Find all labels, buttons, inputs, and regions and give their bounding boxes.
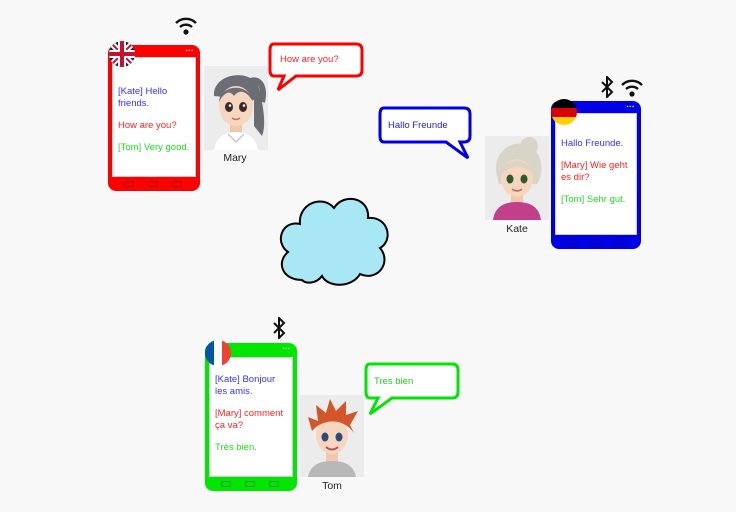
mary-name: Mary <box>223 152 247 164</box>
german-phone-screen: Hallo Freunde. [Mary] Wie geht es dir? [… <box>555 113 637 235</box>
french-phone: ▪▪▪ [Kate] Bonjour les amis. [Mary] comm… <box>205 343 297 491</box>
mary-speech-bubble: How are you? <box>266 42 366 94</box>
wifi-icon <box>175 17 197 35</box>
german-flag-icon <box>551 99 577 125</box>
german-msg-1: Hallo Freunde. <box>561 138 624 149</box>
french-phone-screen: [Kate] Bonjour les amis. [Mary] comment … <box>209 357 293 477</box>
german-msg-2: [Mary] Wie geht es dir? <box>561 160 628 183</box>
kate-speech-bubble: Hallo Freunde <box>376 106 474 162</box>
english-msg-3: [Tom] Very good. <box>118 142 190 153</box>
german-phone-navbar <box>551 237 641 247</box>
english-phone: ▪▪▪ [Kate] Hello friends. How are you? [… <box>108 45 200 191</box>
kate-avatar <box>485 136 549 220</box>
cloud-icon <box>279 198 389 286</box>
english-msg-2: How are you? <box>118 120 177 131</box>
bluetooth-icon <box>601 76 614 98</box>
french-msg-1: [Kate] Bonjour les amis. <box>215 374 276 397</box>
french-msg-3: Très bien. <box>215 442 257 453</box>
mary-bubble-text: How are you? <box>280 54 339 65</box>
german-msg-3: [Tom] Sehr gut. <box>561 194 626 205</box>
wifi-icon <box>621 79 643 97</box>
bluetooth-icon <box>273 317 286 339</box>
tom-name: Tom <box>322 480 342 492</box>
tom-avatar <box>300 395 364 477</box>
english-msg-1: [Kate] Hello friends. <box>118 86 168 109</box>
french-flag-icon <box>205 340 231 366</box>
uk-flag-icon <box>109 41 135 67</box>
french-msg-2: [Mary] comment ça va? <box>215 408 284 431</box>
mary-avatar <box>204 66 268 150</box>
kate-name: Kate <box>506 223 528 235</box>
english-phone-navbar <box>108 179 200 189</box>
english-phone-screen: [Kate] Hello friends. How are you? [Tom]… <box>112 57 196 177</box>
tom-speech-bubble: Tres bien <box>362 362 462 418</box>
german-phone: ▪▪▪ Hallo Freunde. [Mary] Wie geht es di… <box>551 101 641 249</box>
kate-bubble-text: Hallo Freunde <box>388 120 448 131</box>
tom-bubble-text: Tres bien <box>374 376 414 387</box>
french-phone-navbar <box>205 479 297 489</box>
